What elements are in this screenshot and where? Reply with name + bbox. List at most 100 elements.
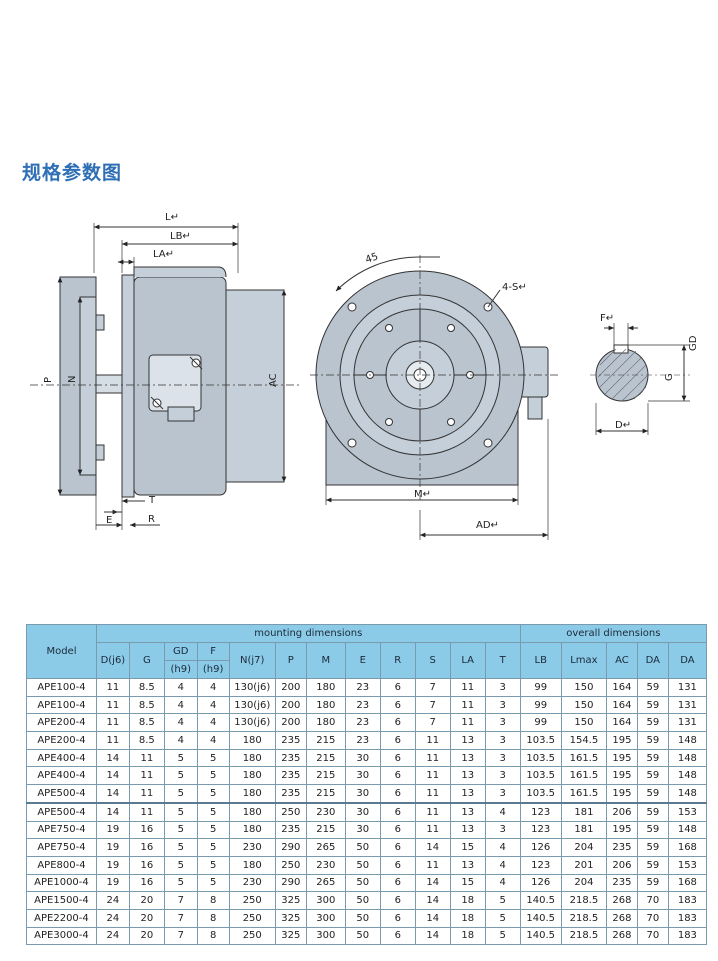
label-G: G bbox=[664, 373, 675, 381]
table-cell: 7 bbox=[414, 678, 451, 697]
table-cell: 4 bbox=[163, 695, 198, 715]
table-cell: 325 bbox=[274, 926, 307, 946]
table-cell: 14 bbox=[95, 801, 130, 822]
table-cell: 6 bbox=[379, 731, 416, 750]
table-cell: 183 bbox=[667, 926, 708, 946]
table-cell: 300 bbox=[305, 891, 346, 910]
table-cell: 5 bbox=[163, 873, 198, 893]
table-cell: 195 bbox=[606, 731, 638, 750]
table-cell: 230 bbox=[228, 838, 276, 857]
table-cell: 180 bbox=[305, 678, 346, 697]
shaft-section bbox=[590, 323, 690, 435]
table-cell: 50 bbox=[344, 926, 381, 946]
table-cell: 11 bbox=[449, 695, 486, 715]
table-cell: 59 bbox=[636, 748, 669, 768]
table-cell: 325 bbox=[274, 891, 307, 910]
table-cell: 148 bbox=[667, 784, 708, 804]
table-cell: 50 bbox=[344, 908, 381, 928]
table-cell: 265 bbox=[305, 838, 346, 857]
table-cell: 4 bbox=[163, 713, 198, 733]
label-E: E bbox=[106, 515, 112, 526]
table-cell: 250 bbox=[228, 908, 276, 928]
table-cell: 11 bbox=[449, 678, 486, 697]
table-cell: 13 bbox=[449, 731, 486, 750]
table-cell: 250 bbox=[274, 855, 307, 875]
table-cell: 3 bbox=[484, 748, 521, 768]
header-F-tolerance: (h9) bbox=[196, 660, 230, 679]
cell-model: APE400-4 bbox=[26, 766, 97, 786]
table-cell: 11 bbox=[128, 801, 165, 822]
label-L: L↵ bbox=[165, 212, 179, 223]
table-cell: 103.5 bbox=[519, 766, 562, 786]
table-header: Model mounting dimensions overall dimens… bbox=[26, 624, 708, 679]
label-GD: GD bbox=[688, 335, 699, 351]
header-LB: LB bbox=[519, 642, 562, 679]
table-cell: 8 bbox=[196, 891, 230, 910]
table-cell: 150 bbox=[560, 695, 608, 715]
table-cell: 130(j6) bbox=[228, 678, 276, 697]
table-cell: 5 bbox=[196, 766, 230, 786]
table-cell: 183 bbox=[667, 891, 708, 910]
header-LA: LA bbox=[449, 642, 486, 679]
table-cell: 50 bbox=[344, 891, 381, 910]
table-cell: 15 bbox=[449, 838, 486, 857]
table-cell: 148 bbox=[667, 731, 708, 750]
cell-model: APE1000-4 bbox=[26, 873, 97, 893]
table-cell: 8 bbox=[196, 926, 230, 946]
table-cell: 5 bbox=[163, 784, 198, 804]
table-cell: 290 bbox=[274, 838, 307, 857]
table-cell: 140.5 bbox=[519, 891, 562, 910]
table-cell: 5 bbox=[196, 820, 230, 840]
table-cell: 13 bbox=[449, 748, 486, 768]
header-GD-tolerance: (h9) bbox=[163, 660, 198, 679]
table-cell: 30 bbox=[344, 801, 381, 822]
table-cell: 5 bbox=[484, 908, 521, 928]
table-cell: 20 bbox=[128, 908, 165, 928]
header-T: T bbox=[484, 642, 521, 679]
table-cell: 18 bbox=[449, 891, 486, 910]
table-cell: 268 bbox=[606, 926, 638, 946]
table-cell: 19 bbox=[95, 820, 130, 840]
table-cell: 235 bbox=[606, 838, 638, 857]
table-cell: 200 bbox=[274, 695, 307, 715]
header-Lmax: Lmax bbox=[560, 642, 608, 679]
table-cell: 5 bbox=[163, 766, 198, 786]
table-cell: 103.5 bbox=[519, 731, 562, 750]
table-cell: 50 bbox=[344, 838, 381, 857]
table-cell: 4 bbox=[484, 838, 521, 857]
table-cell: 154.5 bbox=[560, 731, 608, 750]
table-cell: 215 bbox=[305, 748, 346, 768]
table-cell: 300 bbox=[305, 908, 346, 928]
table-cell: 130(j6) bbox=[228, 713, 276, 733]
table-cell: 16 bbox=[128, 820, 165, 840]
table-cell: 235 bbox=[274, 784, 307, 804]
table-cell: 18 bbox=[449, 908, 486, 928]
header-AC: AC bbox=[606, 642, 638, 679]
table-cell: 4 bbox=[196, 695, 230, 715]
table-cell: 148 bbox=[667, 748, 708, 768]
table-cell: 16 bbox=[128, 838, 165, 857]
table-cell: 50 bbox=[344, 873, 381, 893]
table-cell: 3 bbox=[484, 731, 521, 750]
table-cell: 215 bbox=[305, 784, 346, 804]
table-cell: 99 bbox=[519, 713, 562, 733]
table-cell: 24 bbox=[95, 908, 130, 928]
table-cell: 8.5 bbox=[128, 731, 165, 750]
table-cell: 14 bbox=[95, 748, 130, 768]
table-cell: 6 bbox=[379, 908, 416, 928]
table-cell: 8 bbox=[196, 908, 230, 928]
table-cell: 6 bbox=[379, 891, 416, 910]
table-cell: 201 bbox=[560, 855, 608, 875]
cell-model: APE100-4 bbox=[26, 695, 97, 715]
cell-model: APE400-4 bbox=[26, 748, 97, 768]
table-cell: 8.5 bbox=[128, 695, 165, 715]
table-cell: 3 bbox=[484, 678, 521, 697]
table-cell: 265 bbox=[305, 873, 346, 893]
table-cell: 180 bbox=[305, 695, 346, 715]
table-cell: 24 bbox=[95, 926, 130, 946]
front-view bbox=[310, 255, 560, 540]
